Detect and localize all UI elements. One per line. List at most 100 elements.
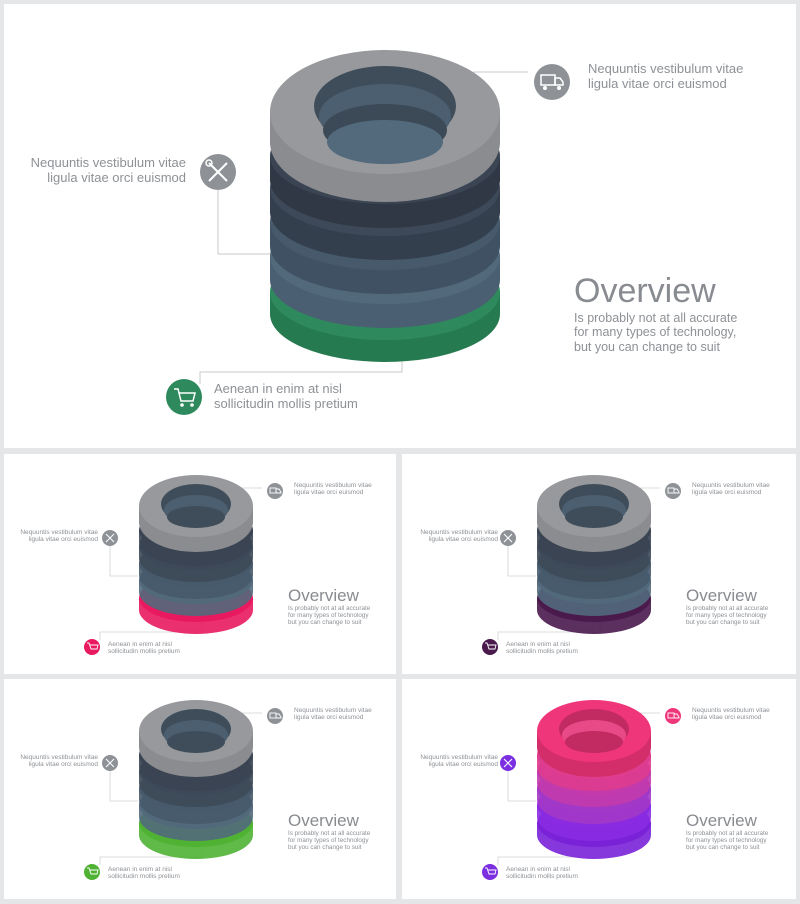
- stack-top-ring: [270, 50, 500, 202]
- stack-top-ring: [537, 475, 651, 552]
- overview-body: Is probably not at all accurate for many…: [686, 830, 768, 852]
- label-bottom-line-1: Aenean in enim at nisl: [108, 866, 172, 873]
- label-bottom-line-1: Aenean in enim at nisl: [108, 641, 172, 648]
- overview-title: Overview: [686, 811, 757, 830]
- label-bottom-line-1: Aenean in enim at nisl: [506, 641, 570, 648]
- label-top-right-line-2: ligula vitae orci euismod: [294, 714, 364, 722]
- connector-left: [109, 546, 138, 577]
- overview-title: Overview: [574, 272, 716, 310]
- stack-illustration: [84, 700, 283, 880]
- label-bottom-line-2: sollicitudin mollis pretium: [506, 648, 578, 656]
- label-left: Nequuntis vestibulum vitae ligula vitae …: [20, 754, 98, 769]
- truck-icon: [534, 64, 570, 100]
- overview-body-line-3: but you can change to suit: [288, 844, 362, 852]
- connector-left: [507, 546, 536, 577]
- label-bottom-line-2: sollicitudin mollis pretium: [108, 648, 180, 656]
- label-top-right: Nequuntis vestibulum vitae ligula vitae …: [294, 707, 372, 722]
- stack-illustration: [84, 475, 283, 655]
- overview-body: Is probably not at all accurate for many…: [686, 605, 768, 627]
- overview-body-line-1: Is probably not at all accurate: [288, 830, 371, 837]
- label-top-right: Nequuntis vestibulum vitae ligula vitae …: [692, 482, 770, 497]
- label-left-line-1: Nequuntis vestibulum vitae: [420, 529, 498, 536]
- label-left-line-2: ligula vitae orci euismod: [28, 536, 98, 544]
- label-top-right-line-1: Nequuntis vestibulum vitae: [692, 707, 770, 714]
- cart-icon: [84, 864, 100, 880]
- variant-slide-purple: Nequuntis vestibulum vitae ligula vitae …: [402, 454, 796, 674]
- label-bottom: Aenean in enim at nisl sollicitudin moll…: [506, 866, 578, 881]
- label-top-right-line-2: ligula vitae orci euismod: [692, 714, 762, 722]
- label-left-line-1: Nequuntis vestibulum vitae: [30, 155, 186, 170]
- label-left-line-1: Nequuntis vestibulum vitae: [20, 529, 98, 536]
- label-bottom-line-2: sollicitudin mollis pretium: [108, 873, 180, 881]
- label-left-line-2: ligula vitae orci euismod: [428, 761, 498, 769]
- label-left-line-1: Nequuntis vestibulum vitae: [20, 754, 98, 761]
- label-left: Nequuntis vestibulum vitae ligula vitae …: [420, 754, 498, 769]
- label-top-right-line-1: Nequuntis vestibulum vitae: [588, 61, 744, 76]
- label-bottom: Aenean in enim at nisl sollicitudin moll…: [506, 641, 578, 656]
- label-bottom-line-2: sollicitudin mollis pretium: [214, 395, 358, 411]
- cart-icon: [482, 864, 498, 880]
- overview-body: Is probably not at all accurate for many…: [288, 605, 370, 627]
- tools-icon: [102, 755, 118, 771]
- label-bottom-line-1: Aenean in enim at nisl: [214, 381, 342, 396]
- overview-body-line-3: but you can change to suit: [288, 619, 362, 627]
- label-top-right-line-2: ligula vitae orci euismod: [588, 75, 727, 91]
- label-left-line-1: Nequuntis vestibulum vitae: [420, 754, 498, 761]
- truck-icon: [267, 708, 283, 724]
- label-top-right-line-2: ligula vitae orci euismod: [692, 489, 762, 497]
- cart-icon: [84, 639, 100, 655]
- stack-top-ring: [139, 700, 253, 777]
- truck-icon: [665, 483, 681, 499]
- overview-body-line-2: for many types of technology: [686, 837, 767, 845]
- overview-body-line-1: Is probably not at all accurate: [574, 311, 738, 325]
- label-left: Nequuntis vestibulum vitae ligula vitae …: [20, 529, 98, 544]
- label-bottom: Aenean in enim at nisl sollicitudin moll…: [108, 866, 180, 881]
- overview-title: Overview: [288, 586, 359, 605]
- truck-icon: [267, 483, 283, 499]
- variant-slide-gradient: Nequuntis vestibulum vitae ligula vitae …: [402, 679, 796, 899]
- overview-body: Is probably not at all accurate for many…: [574, 311, 737, 354]
- label-top-right-line-2: ligula vitae orci euismod: [294, 489, 364, 497]
- label-bottom-line-2: sollicitudin mollis pretium: [506, 873, 578, 881]
- overview-body-line-2: for many types of technology,: [574, 325, 737, 340]
- tools-icon: [200, 154, 236, 190]
- label-left: Nequuntis vestibulum vitae ligula vitae …: [420, 529, 498, 544]
- main-stack-illustration: [166, 50, 570, 415]
- connector-left: [217, 190, 274, 255]
- overview-body: Is probably not at all accurate for many…: [288, 830, 370, 852]
- overview-body-line-3: but you can change to suit: [574, 339, 720, 354]
- label-bottom-line-1: Aenean in enim at nisl: [506, 866, 570, 873]
- main-slide: Nequuntis vestibulum vitae ligula vitae …: [4, 4, 796, 448]
- label-top-right-line-1: Nequuntis vestibulum vitae: [294, 707, 372, 714]
- cart-icon: [166, 379, 202, 415]
- overview-body-line-1: Is probably not at all accurate: [686, 830, 769, 837]
- overview-body-line-1: Is probably not at all accurate: [288, 605, 371, 612]
- stack-top-ring: [139, 475, 253, 552]
- overview-title: Overview: [288, 811, 359, 830]
- overview-body-line-2: for many types of technology: [288, 837, 369, 845]
- truck-icon: [665, 708, 681, 724]
- label-bottom: Aenean in enim at nisl sollicitudin moll…: [108, 641, 180, 656]
- stack-illustration: [482, 475, 681, 655]
- label-top-right-line-1: Nequuntis vestibulum vitae: [294, 482, 372, 489]
- stack-illustration: [482, 700, 681, 880]
- tools-icon: [102, 530, 118, 546]
- overview-body-line-2: for many types of technology: [288, 612, 369, 620]
- variant-slide-green: Nequuntis vestibulum vitae ligula vitae …: [4, 679, 396, 899]
- label-left: Nequuntis vestibulum vitae ligula vitae …: [30, 155, 186, 186]
- cart-icon: [482, 639, 498, 655]
- label-bottom: Aenean in enim at nisl sollicitudin moll…: [214, 381, 358, 412]
- overview-title: Overview: [686, 586, 757, 605]
- overview-body-line-2: for many types of technology: [686, 612, 767, 620]
- overview-body-line-1: Is probably not at all accurate: [686, 605, 769, 612]
- label-left-line-2: ligula vitae orci euismod: [28, 761, 98, 769]
- overview-body-line-3: but you can change to suit: [686, 844, 760, 852]
- label-top-right: Nequuntis vestibulum vitae ligula vitae …: [692, 707, 770, 722]
- connector-left: [109, 771, 138, 802]
- tools-icon: [500, 530, 516, 546]
- connector-left: [507, 771, 536, 802]
- label-top-right-line-1: Nequuntis vestibulum vitae: [692, 482, 770, 489]
- label-top-right: Nequuntis vestibulum vitae ligula vitae …: [294, 482, 372, 497]
- tools-icon: [500, 755, 516, 771]
- label-left-line-2: ligula vitae orci euismod: [47, 169, 186, 185]
